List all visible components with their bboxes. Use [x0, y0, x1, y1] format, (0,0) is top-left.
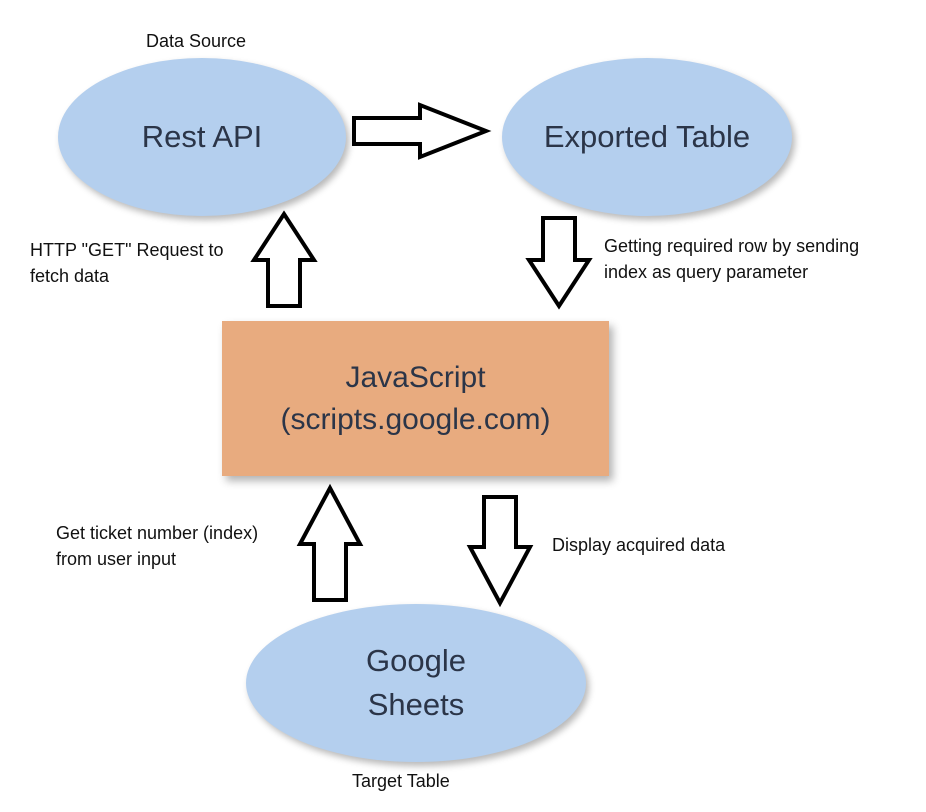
- javascript-label: JavaScript: [345, 360, 486, 394]
- google-sheets-label-line1: Google: [366, 643, 466, 678]
- get-ticket-note-line1: Get ticket number (index): [56, 523, 259, 543]
- get-row-note: Getting required row by sending index as…: [604, 233, 859, 285]
- get-row-note-line2: index as query parameter: [604, 262, 809, 282]
- down-arrow-js-to-sheets: [466, 495, 534, 608]
- down-arrow-table-to-js: [525, 216, 593, 310]
- display-note: Display acquired data: [552, 535, 726, 555]
- exported-table-label: Exported Table: [543, 119, 751, 154]
- exported-table-node: Exported Table: [502, 58, 792, 216]
- google-sheets-label-line2: Sheets: [367, 687, 465, 722]
- get-row-note-line1: Getting required row by sending: [604, 236, 860, 256]
- http-get-note-line2: fetch data: [30, 266, 110, 286]
- get-ticket-note: Get ticket number (index) from user inpu…: [56, 520, 258, 572]
- up-arrow-sheets-to-js: [296, 483, 364, 602]
- javascript-node: JavaScript (scripts.google.com): [222, 321, 609, 476]
- rest-api-label: Rest API: [141, 119, 263, 154]
- http-get-note: HTTP "GET" Request to fetch data: [30, 237, 224, 289]
- data-source-caption: Data Source: [146, 31, 247, 51]
- rest-api-node: Rest API: [58, 58, 346, 216]
- right-arrow-api-to-table: [352, 102, 492, 160]
- google-sheets-node: Google Sheets: [246, 604, 586, 762]
- get-ticket-note-line2: from user input: [56, 549, 177, 569]
- target-table-caption: Target Table: [352, 771, 450, 791]
- javascript-sublabel: (scripts.google.com): [280, 402, 551, 436]
- up-arrow-js-to-api: [250, 210, 318, 308]
- http-get-note-line1: HTTP "GET" Request to: [30, 240, 224, 260]
